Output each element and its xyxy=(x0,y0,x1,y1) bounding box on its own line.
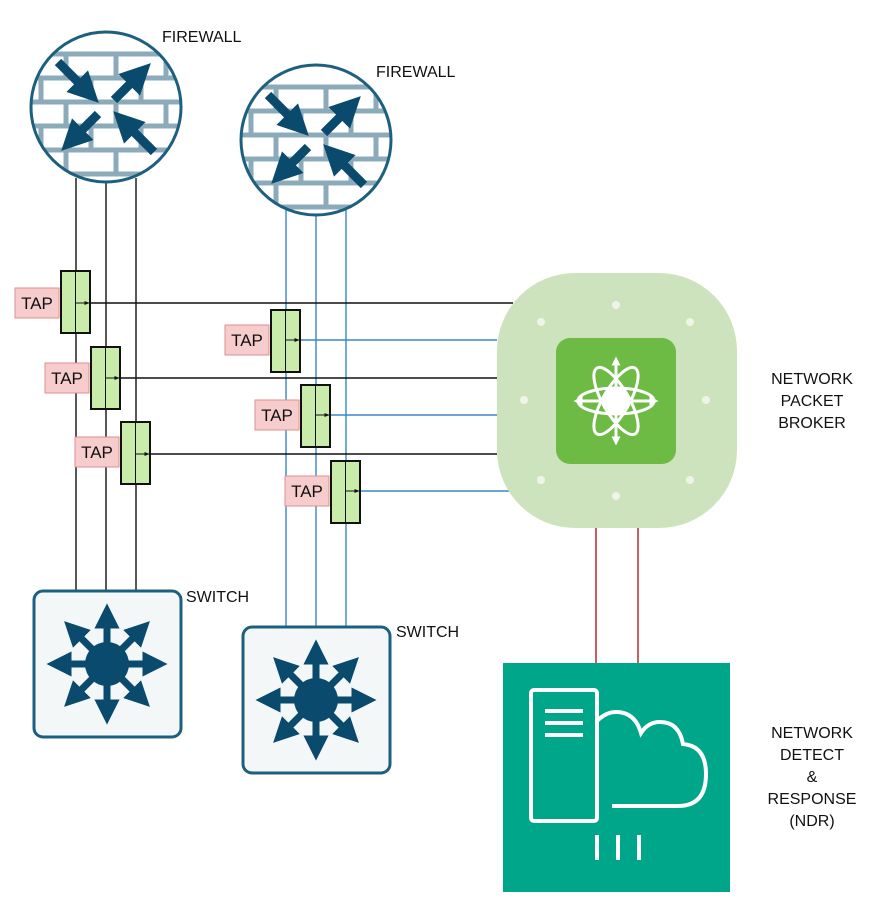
ndr-label-line: NETWORK xyxy=(771,725,853,742)
switch-icon[interactable] xyxy=(241,625,392,775)
npb-ndr-links xyxy=(595,528,639,664)
npb-label: NETWORK PACKET BROKER xyxy=(752,369,872,435)
ndr-label-line: RESPONSE xyxy=(767,791,857,808)
tap-label: TAP xyxy=(51,369,83,388)
switch-icon[interactable] xyxy=(32,589,183,739)
tap-device[interactable]: TAP xyxy=(44,346,121,410)
npb-label-line: NETWORK xyxy=(771,371,853,388)
tap-label: TAP xyxy=(81,443,113,462)
ndr-label-line: DETECT xyxy=(780,747,844,764)
tap-device[interactable]: TAP xyxy=(14,270,91,334)
tap-label: TAP xyxy=(291,482,323,501)
firewall-icon[interactable] xyxy=(20,30,200,184)
tap-device[interactable]: TAP xyxy=(224,309,301,373)
firewall-label-2: FIREWALL xyxy=(376,64,456,81)
tap-label: TAP xyxy=(21,294,53,313)
ndr-label-line: & xyxy=(806,769,818,786)
switch-label-2: SWITCH xyxy=(396,624,460,641)
ndr-label-line: (NDR) xyxy=(789,813,835,830)
tap-label: TAP xyxy=(261,406,293,425)
tap-device[interactable]: TAP xyxy=(254,384,331,448)
tap-device[interactable]: TAP xyxy=(74,421,151,485)
server-cloud-icon[interactable] xyxy=(503,663,730,892)
tap-npb-links-blue xyxy=(300,339,510,492)
tap-npb-links-black xyxy=(90,302,513,455)
npb-label-line: PACKET xyxy=(780,393,844,410)
switch-label-1: SWITCH xyxy=(186,589,250,606)
packet-broker-icon[interactable] xyxy=(497,273,737,528)
ndr-label: NETWORK DETECT & RESPONSE (NDR) xyxy=(752,723,872,833)
npb-label-line: BROKER xyxy=(778,415,846,432)
firewall-icon[interactable] xyxy=(230,63,410,217)
firewall-label-1: FIREWALL xyxy=(162,29,242,46)
tap-device[interactable]: TAP xyxy=(284,460,361,524)
tap-label: TAP xyxy=(231,331,263,350)
